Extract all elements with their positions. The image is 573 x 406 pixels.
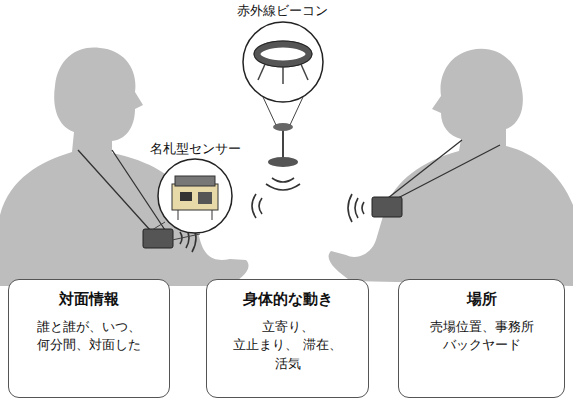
info-box: 身体的な動き立寄り、立止まり、 滞在、活気 xyxy=(206,279,369,398)
person-silhouette xyxy=(329,49,573,286)
box-heading: 身体的な動き xyxy=(213,290,362,310)
beacon-ring xyxy=(257,44,309,64)
box-body: 売場位置、事務所 バックヤード xyxy=(425,318,538,356)
beacon-ring-edge xyxy=(254,41,312,67)
beacon-base xyxy=(268,157,298,167)
lanyard xyxy=(78,150,165,230)
sensor-chip xyxy=(198,192,212,204)
name-tag xyxy=(143,229,173,248)
callout-label: 赤外線ビーコン xyxy=(235,2,330,20)
zoom-circle xyxy=(158,159,232,233)
zoom-circle xyxy=(243,22,323,102)
box-heading: 場所 xyxy=(405,290,558,310)
lanyard xyxy=(388,140,500,198)
person-silhouette xyxy=(0,48,249,286)
beacon-leg xyxy=(282,66,284,84)
sensor-wire xyxy=(212,210,213,220)
beacon-pole xyxy=(282,128,284,160)
info-box: 対面情報誰と誰が、いつ、 何分間、対面した xyxy=(8,279,170,398)
box-body: 誰と誰が、いつ、 何分間、対面した xyxy=(32,318,145,356)
callout-label: 名札型センサー xyxy=(148,140,243,158)
name-tag xyxy=(372,197,402,217)
sensor-wire xyxy=(178,210,179,220)
info-box: 場所売場位置、事務所 バックヤード xyxy=(398,279,565,398)
leader-line xyxy=(152,222,165,230)
sensor-battery xyxy=(175,176,215,186)
box-body: 立寄り、立止まり、 滞在、活気 xyxy=(231,318,344,375)
box-heading: 対面情報 xyxy=(15,290,163,310)
leader-line xyxy=(172,234,200,240)
sensor-board xyxy=(172,184,218,210)
sensor-chip xyxy=(180,192,192,201)
